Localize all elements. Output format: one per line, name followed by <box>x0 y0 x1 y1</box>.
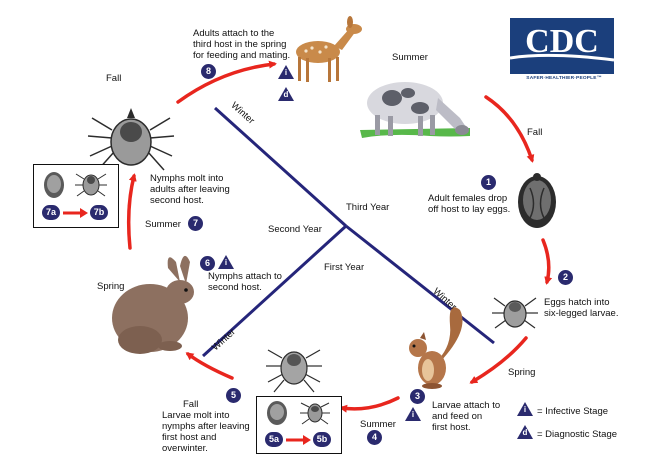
badge-5b: 5b <box>313 432 331 447</box>
stage-6-text: Nymphs attach to second host. <box>208 271 282 293</box>
season-spring-left: Spring <box>97 281 125 292</box>
legend-infective-icon: i <box>517 402 533 416</box>
stage-7-badge: 7 <box>188 216 203 231</box>
legend-diagnostic-symbol: d <box>522 428 528 437</box>
diagnostic-symbol: d <box>283 90 289 99</box>
cdc-logo: CDC <box>509 18 615 80</box>
stage-3-text: Larvae attach to and feed on first host. <box>432 400 501 433</box>
season-summer-bottom: Summer <box>360 419 396 430</box>
year-line-winter-left <box>201 224 348 358</box>
deer-icon <box>296 16 362 82</box>
cdc-tagline: SAFER·HEALTHIER·PEOPLE™ <box>526 76 602 81</box>
season-summer-top: Summer <box>392 52 428 63</box>
year-label-second: Second Year <box>268 224 322 235</box>
arrow-6-to-7 <box>126 173 137 250</box>
legend-infective-symbol: i <box>523 405 527 414</box>
nymph-small-icon <box>300 402 330 425</box>
adult-tick-small-icon <box>75 173 107 197</box>
legend-infective-label: = Infective Stage <box>537 406 609 417</box>
year-label-third: Third Year <box>346 202 390 213</box>
cycle-arrows <box>126 60 553 413</box>
molt-box-7: 7a 7b <box>33 164 119 228</box>
molt-box-5-art <box>267 401 330 445</box>
stage-8-badge: 8 <box>201 64 216 79</box>
cow-icon <box>360 82 470 138</box>
adult-tick-icon <box>87 108 175 171</box>
arrow-3-to-5 <box>339 396 400 413</box>
engorged-larva-icon <box>267 401 287 425</box>
year-lines <box>201 106 495 358</box>
nymph-tick-icon <box>266 349 322 393</box>
season-fall-bottom-left: Fall <box>183 399 199 410</box>
infective-stage-icon: i <box>218 255 234 269</box>
arrow-2-to-3 <box>469 336 528 384</box>
stage-1-badge: 1 <box>481 175 496 190</box>
stage-3-badge: 3 <box>410 389 425 404</box>
infective-symbol: i <box>284 68 288 77</box>
infective-stage-icon: i <box>278 65 294 79</box>
squirrel-icon <box>409 307 463 389</box>
infective-symbol: i <box>224 258 228 267</box>
infective-symbol: i <box>411 410 415 419</box>
year-line-winter-right <box>345 224 495 345</box>
diagnostic-stage-icon: d <box>278 87 294 101</box>
legend-diagnostic-label: = Diagnostic Stage <box>537 429 618 440</box>
stage-2-text: Eggs hatch into six-legged larvae. <box>544 297 619 319</box>
stage-4-badge: 4 <box>367 430 382 445</box>
rabbit-icon <box>112 255 194 354</box>
engorged-tick-icon <box>518 173 556 228</box>
arrow-5-to-6 <box>185 352 234 380</box>
stage-5-badge: 5 <box>226 388 241 403</box>
cdc-logo-mark: CDC <box>509 18 615 74</box>
legend-diagnostic-icon: d <box>517 425 533 439</box>
arrow-summer-to-1 <box>484 95 535 163</box>
year-line-winter-top <box>213 106 348 228</box>
larva-tick-icon <box>492 297 538 329</box>
year-label-first: First Year <box>324 262 365 273</box>
arrow-1-to-2 <box>541 238 553 285</box>
arrow-8-to-summer <box>176 60 277 104</box>
badge-7a: 7a <box>42 205 60 220</box>
season-summer-left: Summer <box>145 219 181 230</box>
stage-2-badge: 2 <box>558 270 573 285</box>
engorged-nymph-icon <box>44 172 64 198</box>
infective-stage-icon: i <box>405 407 421 421</box>
season-fall-right: Fall <box>527 127 543 138</box>
cdc-logo-text: CDC <box>525 23 599 60</box>
molt-box-5: 5a 5b <box>256 396 342 454</box>
season-spring-right: Spring <box>508 367 536 378</box>
molt-box-7-art <box>44 172 107 218</box>
stage-8-text: Adults attach to the third host in the s… <box>193 28 291 61</box>
stage-1-text: Adult females drop off host to lay eggs. <box>428 193 511 215</box>
badge-7b: 7b <box>90 205 108 220</box>
season-fall-top-left: Fall <box>106 73 122 84</box>
stage-5-text: Larvae molt into nymphs after leaving fi… <box>162 410 250 454</box>
badge-5a: 5a <box>265 432 283 447</box>
stage-7-text: Nymphs molt into adults after leaving se… <box>150 173 230 206</box>
stage-6-badge: 6 <box>200 256 215 271</box>
